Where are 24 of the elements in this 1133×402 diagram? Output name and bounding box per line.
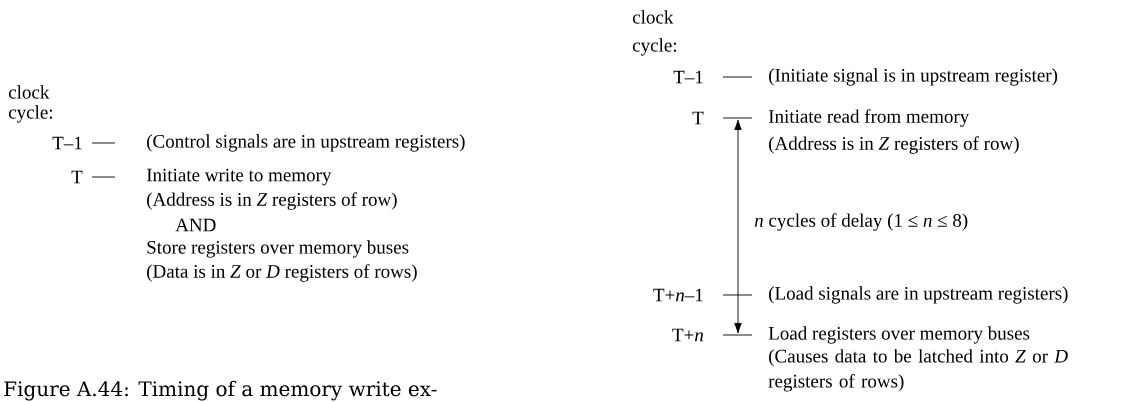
event-text: (Address is in Z registers of row) bbox=[147, 192, 397, 210]
event-text: Initiate write to memory bbox=[146, 168, 332, 186]
time-label: T bbox=[71, 170, 83, 184]
axis-heading: clock bbox=[632, 10, 674, 24]
axis-heading: cycle: bbox=[8, 105, 53, 123]
delay-label: n cycles of delay (1 ≤ n ≤ 8) bbox=[754, 213, 968, 231]
event-text: (Control signals are in upstream registers) bbox=[147, 134, 465, 152]
figure-caption: Figure A.44: Timing of a memory write ex- bbox=[4, 380, 437, 401]
event-text: Store registers over memory buses bbox=[147, 240, 409, 258]
event-text: (Initiate signal is in upstream register) bbox=[769, 68, 1058, 86]
event-text: AND bbox=[175, 218, 216, 232]
time-label: T+n bbox=[672, 328, 703, 342]
time-label: T–1 bbox=[673, 70, 703, 84]
time-label: T bbox=[692, 111, 704, 125]
axis-heading: cycle: bbox=[632, 38, 677, 56]
event-text: Load registers over memory buses bbox=[768, 326, 1030, 344]
event-text: Initiate read from memory bbox=[768, 109, 970, 127]
event-text: (Causes data to be latched into Z or D registers of rows) bbox=[768, 349, 1068, 392]
time-label: T+n–1 bbox=[653, 288, 703, 302]
event-text: (Load signals are in upstream registers) bbox=[769, 286, 1068, 304]
event-text: (Address is in Z registers of row) bbox=[769, 136, 1019, 154]
event-text: (Data is in Z or D registers of rows) bbox=[147, 264, 417, 282]
time-label: T–1 bbox=[52, 136, 82, 150]
axis-heading: clock bbox=[8, 85, 50, 99]
